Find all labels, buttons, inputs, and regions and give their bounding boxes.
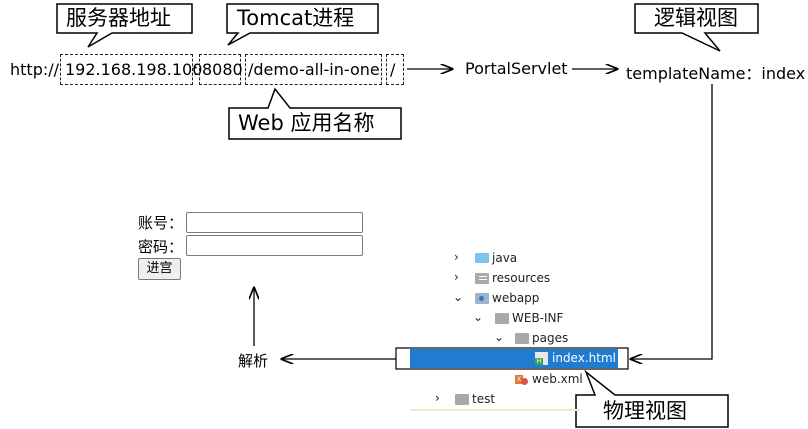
url-port: 8080 <box>202 60 243 79</box>
password-label: 密码： <box>138 238 184 256</box>
callout-server-address: 服务器地址 <box>66 6 171 30</box>
url-host: 192.168.198.100 <box>65 60 203 79</box>
resources-folder-icon <box>475 273 489 284</box>
tree-expand-resources-icon[interactable]: › <box>454 270 459 284</box>
callout-physical-view-bubble <box>575 369 729 428</box>
callout-logical-view: 逻辑视图 <box>654 6 738 30</box>
template-name-label: templateName：index <box>626 64 806 83</box>
password-input[interactable] <box>186 235 363 256</box>
account-label: 账号： <box>138 214 184 232</box>
parse-label: 解析 <box>238 352 269 370</box>
callout-server-address-bubble <box>56 3 193 48</box>
index-row-selection <box>410 349 618 368</box>
submit-button[interactable]: 进宫 <box>138 258 181 280</box>
tree-expand-test-icon[interactable]: › <box>435 391 440 405</box>
url-app-path-box <box>245 54 382 85</box>
tree-collapse-pages-icon[interactable]: ⌄ <box>494 330 505 344</box>
url-port-box <box>199 54 241 85</box>
tree-collapse-webinf-icon[interactable]: ⌄ <box>473 310 484 324</box>
callout-logical-view-bubble <box>634 3 759 52</box>
url-slash-box <box>386 54 404 85</box>
tree-item-web-xml[interactable]: web.xml <box>532 372 583 386</box>
xml-file-icon: X <box>515 373 528 386</box>
callout-tomcat-bubble <box>226 3 379 46</box>
tree-item-web-inf[interactable]: WEB-INF <box>512 311 564 325</box>
html-file-icon: H <box>535 352 548 365</box>
url-scheme: http:// <box>10 60 60 79</box>
tree-item-index-html[interactable]: index.html <box>552 351 616 365</box>
tree-collapse-webapp-icon[interactable]: ⌄ <box>453 290 464 304</box>
tree-item-resources[interactable]: resources <box>492 271 551 285</box>
url-app-path: /demo-all-in-one <box>248 60 380 79</box>
url-host-box <box>60 54 193 85</box>
tree-item-test[interactable]: test <box>472 392 496 406</box>
tree-item-java[interactable]: java <box>492 251 518 265</box>
tree-expand-java-icon[interactable]: › <box>454 250 459 264</box>
tree-item-pages[interactable]: pages <box>532 331 569 345</box>
callout-tomcat-process: Tomcat进程 <box>237 6 355 30</box>
arrow-template-to-index <box>631 84 713 359</box>
folder-gray-icon <box>515 333 529 344</box>
tree-item-webapp[interactable]: webapp <box>492 291 540 305</box>
callout-web-app-name: Web 应用名称 <box>238 111 375 135</box>
web-folder-icon <box>475 293 489 304</box>
folder-gray-icon <box>455 394 469 405</box>
callout-web-app-bubble <box>228 87 402 140</box>
account-input[interactable] <box>186 212 363 233</box>
callout-physical-view: 物理视图 <box>603 399 687 423</box>
folder-blue-icon <box>475 253 489 263</box>
folder-gray-icon <box>495 313 509 324</box>
url-colon: : <box>193 60 199 79</box>
portal-servlet-label: PortalServlet <box>465 59 568 78</box>
url-slash: / <box>390 60 396 79</box>
